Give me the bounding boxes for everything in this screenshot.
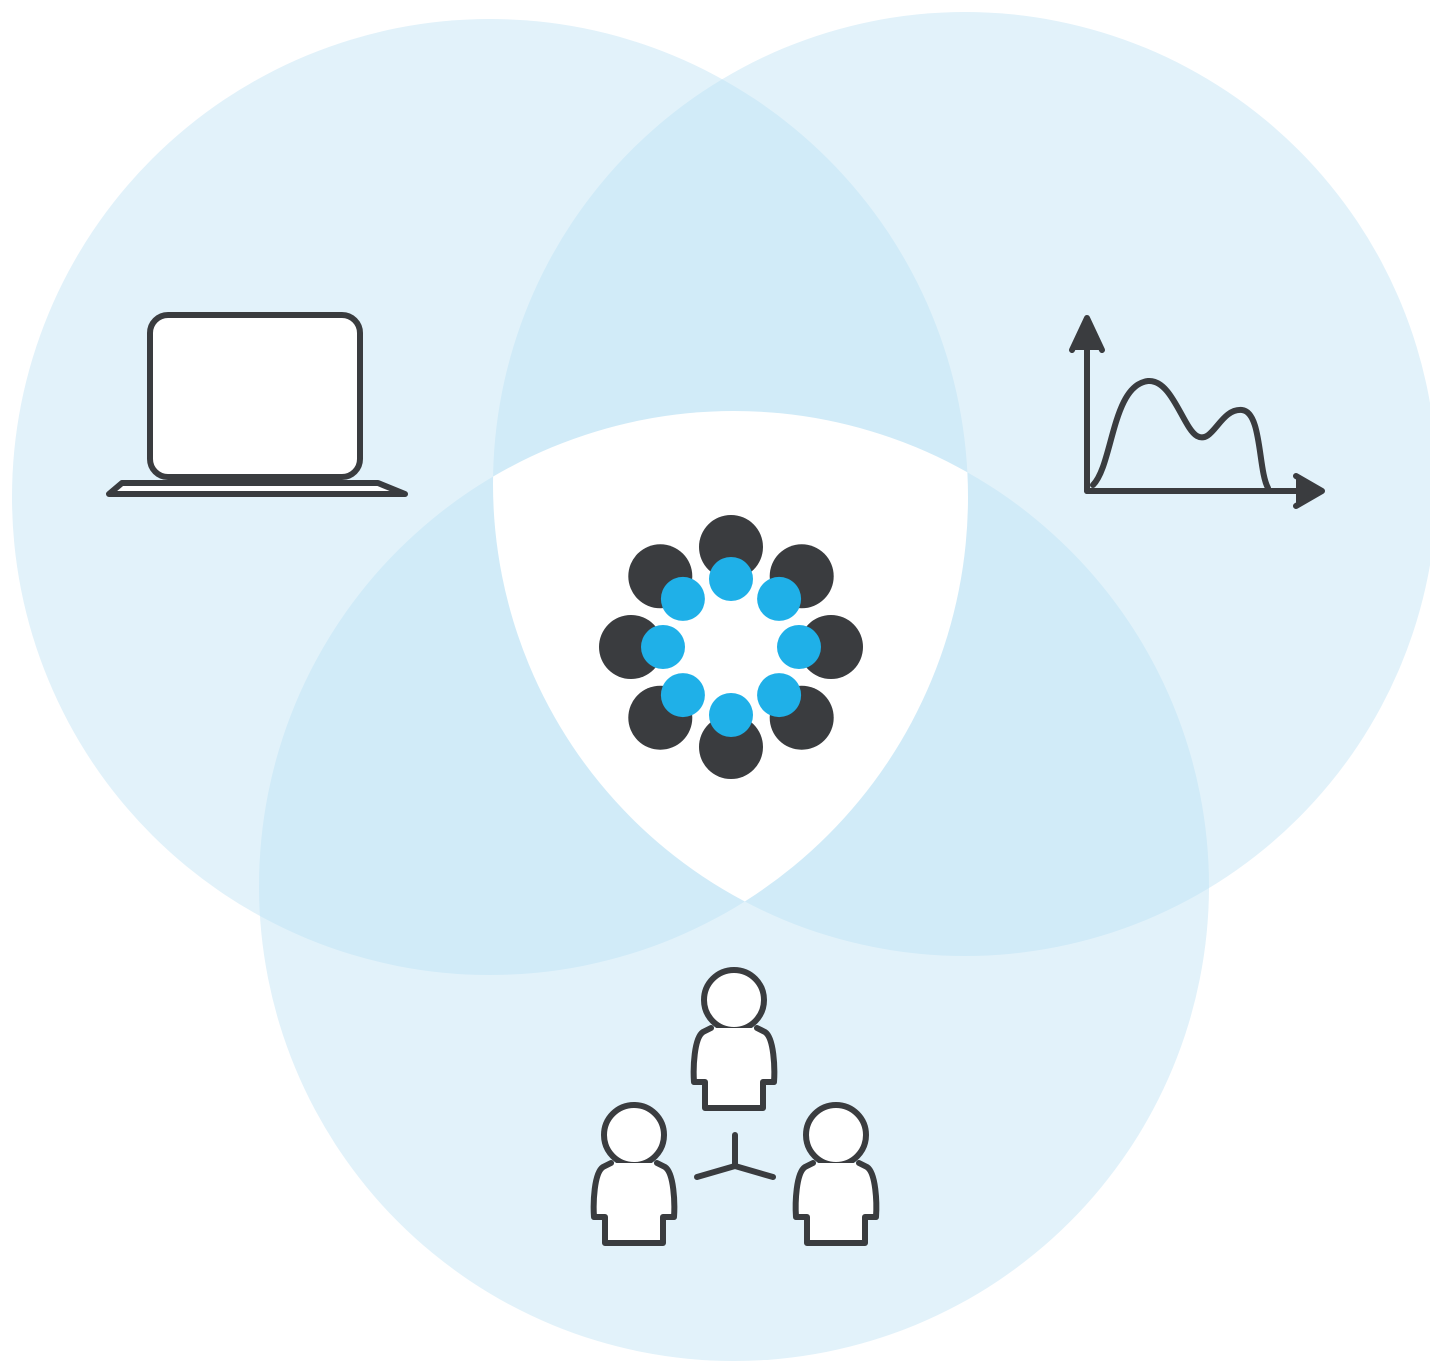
ring-dark-dot [599,615,663,679]
laptop-icon [106,312,408,497]
ring-blue-dot [777,625,821,669]
ring-dark-dot [799,615,863,679]
ring-blue-dot [660,576,705,621]
ring-blue-dot [757,576,802,621]
people-network-icon [590,967,880,1246]
ring-blue-dot [641,625,685,669]
chart-icon [1069,315,1325,509]
ring-dark-dot [699,715,763,779]
ring-blue-dot [660,673,705,718]
ring-blue-dot [757,673,802,718]
ring-blue-dot [709,557,753,601]
ring-blue-dot [709,693,753,737]
ring-dark-dot [699,515,763,579]
community-ring-icon [599,515,863,779]
